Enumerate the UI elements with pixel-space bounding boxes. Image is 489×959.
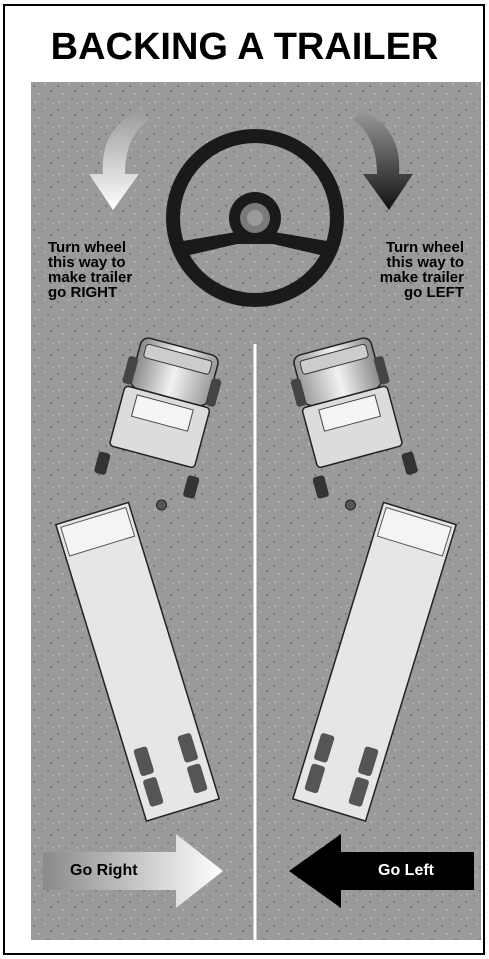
go-left-label: Go Left <box>378 862 434 880</box>
page-title: BACKING A TRAILER <box>0 26 489 69</box>
go-right-label: Go Right <box>70 862 138 880</box>
instruction-go-right: Turn wheel this way to make trailer go R… <box>48 240 168 300</box>
instruction-go-left: Turn wheel this way to make trailer go L… <box>330 240 464 300</box>
road-illustration <box>31 82 481 940</box>
